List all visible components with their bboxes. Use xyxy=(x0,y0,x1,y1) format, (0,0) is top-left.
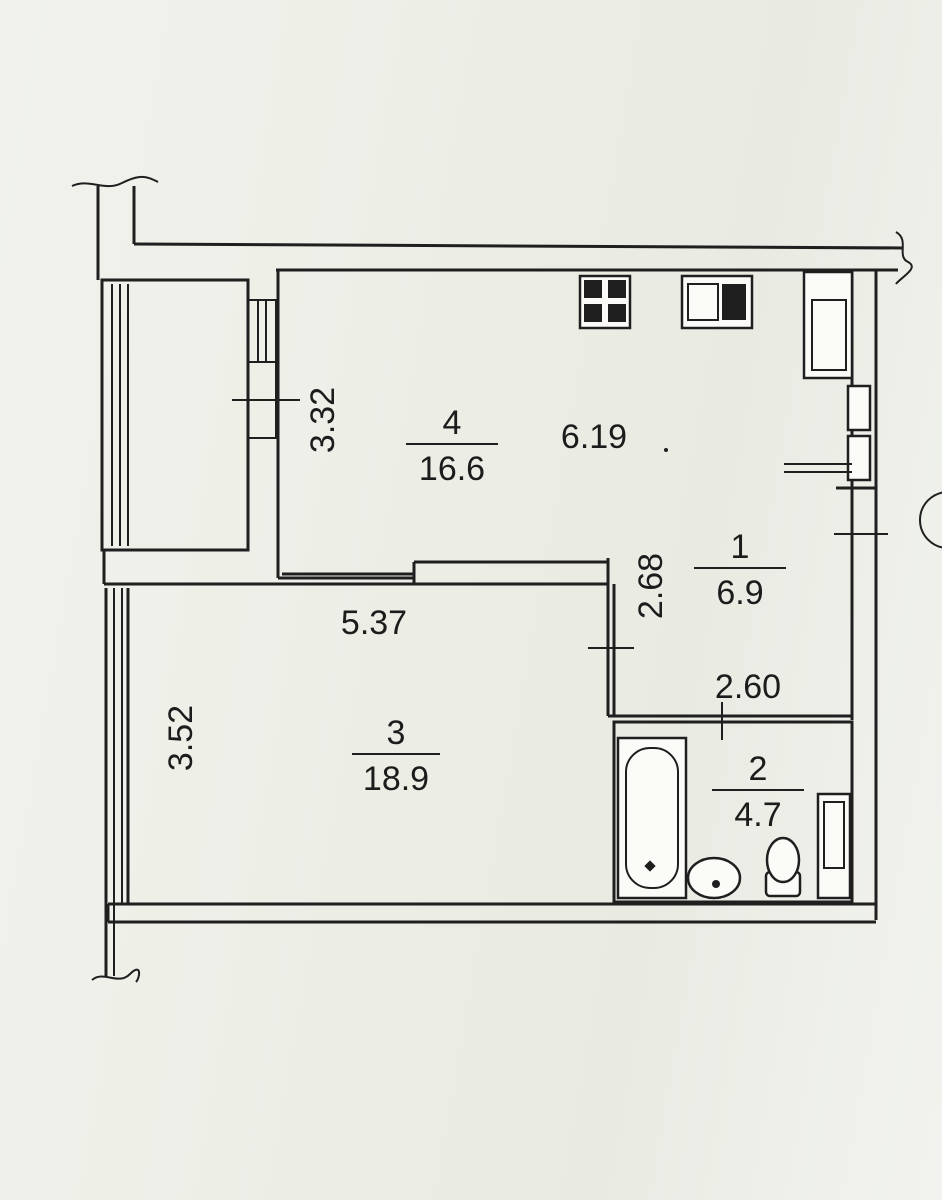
room-1-area: 6.9 xyxy=(716,574,763,612)
room-4-walls xyxy=(104,270,608,586)
room-1-number: 1 xyxy=(731,528,750,566)
reference-dot xyxy=(664,448,668,452)
room-label-2: 2 4.7 xyxy=(712,750,804,834)
room-label-3: 3 18.9 xyxy=(352,714,440,798)
bathtub-icon xyxy=(616,736,688,900)
utility-column xyxy=(784,270,888,920)
sink-icon xyxy=(680,274,754,330)
room-3-number: 3 xyxy=(387,714,406,752)
dimension-3-52: 3.52 xyxy=(162,705,200,771)
wall-break-top-left xyxy=(71,175,159,280)
room-4-number: 4 xyxy=(443,404,462,442)
exterior-wall-top xyxy=(133,231,913,285)
dimension-2-60: 2.60 xyxy=(715,668,781,706)
room-2-number: 2 xyxy=(749,750,768,788)
washbasin-icon xyxy=(686,856,742,900)
loggia xyxy=(100,278,250,584)
radiator-icon xyxy=(816,792,852,900)
dimension-2-68: 2.68 xyxy=(632,553,670,619)
toilet-icon xyxy=(764,836,802,898)
room-4-area: 16.6 xyxy=(419,450,485,488)
room-3-walls xyxy=(91,588,876,983)
room-label-1: 1 6.9 xyxy=(694,528,786,612)
grid-axis-marker xyxy=(919,491,942,549)
dimension-5-37: 5.37 xyxy=(341,604,407,642)
room-3-area: 18.9 xyxy=(363,760,429,798)
room-2-area: 4.7 xyxy=(734,796,781,834)
room-label-4: 4 16.6 xyxy=(406,404,498,488)
room-2-walls xyxy=(612,720,854,904)
dimension-6-19: 6.19 xyxy=(561,418,627,456)
dimension-3-32: 3.32 xyxy=(304,387,342,453)
window-room-4 xyxy=(232,299,300,439)
stove-icon xyxy=(578,274,632,330)
